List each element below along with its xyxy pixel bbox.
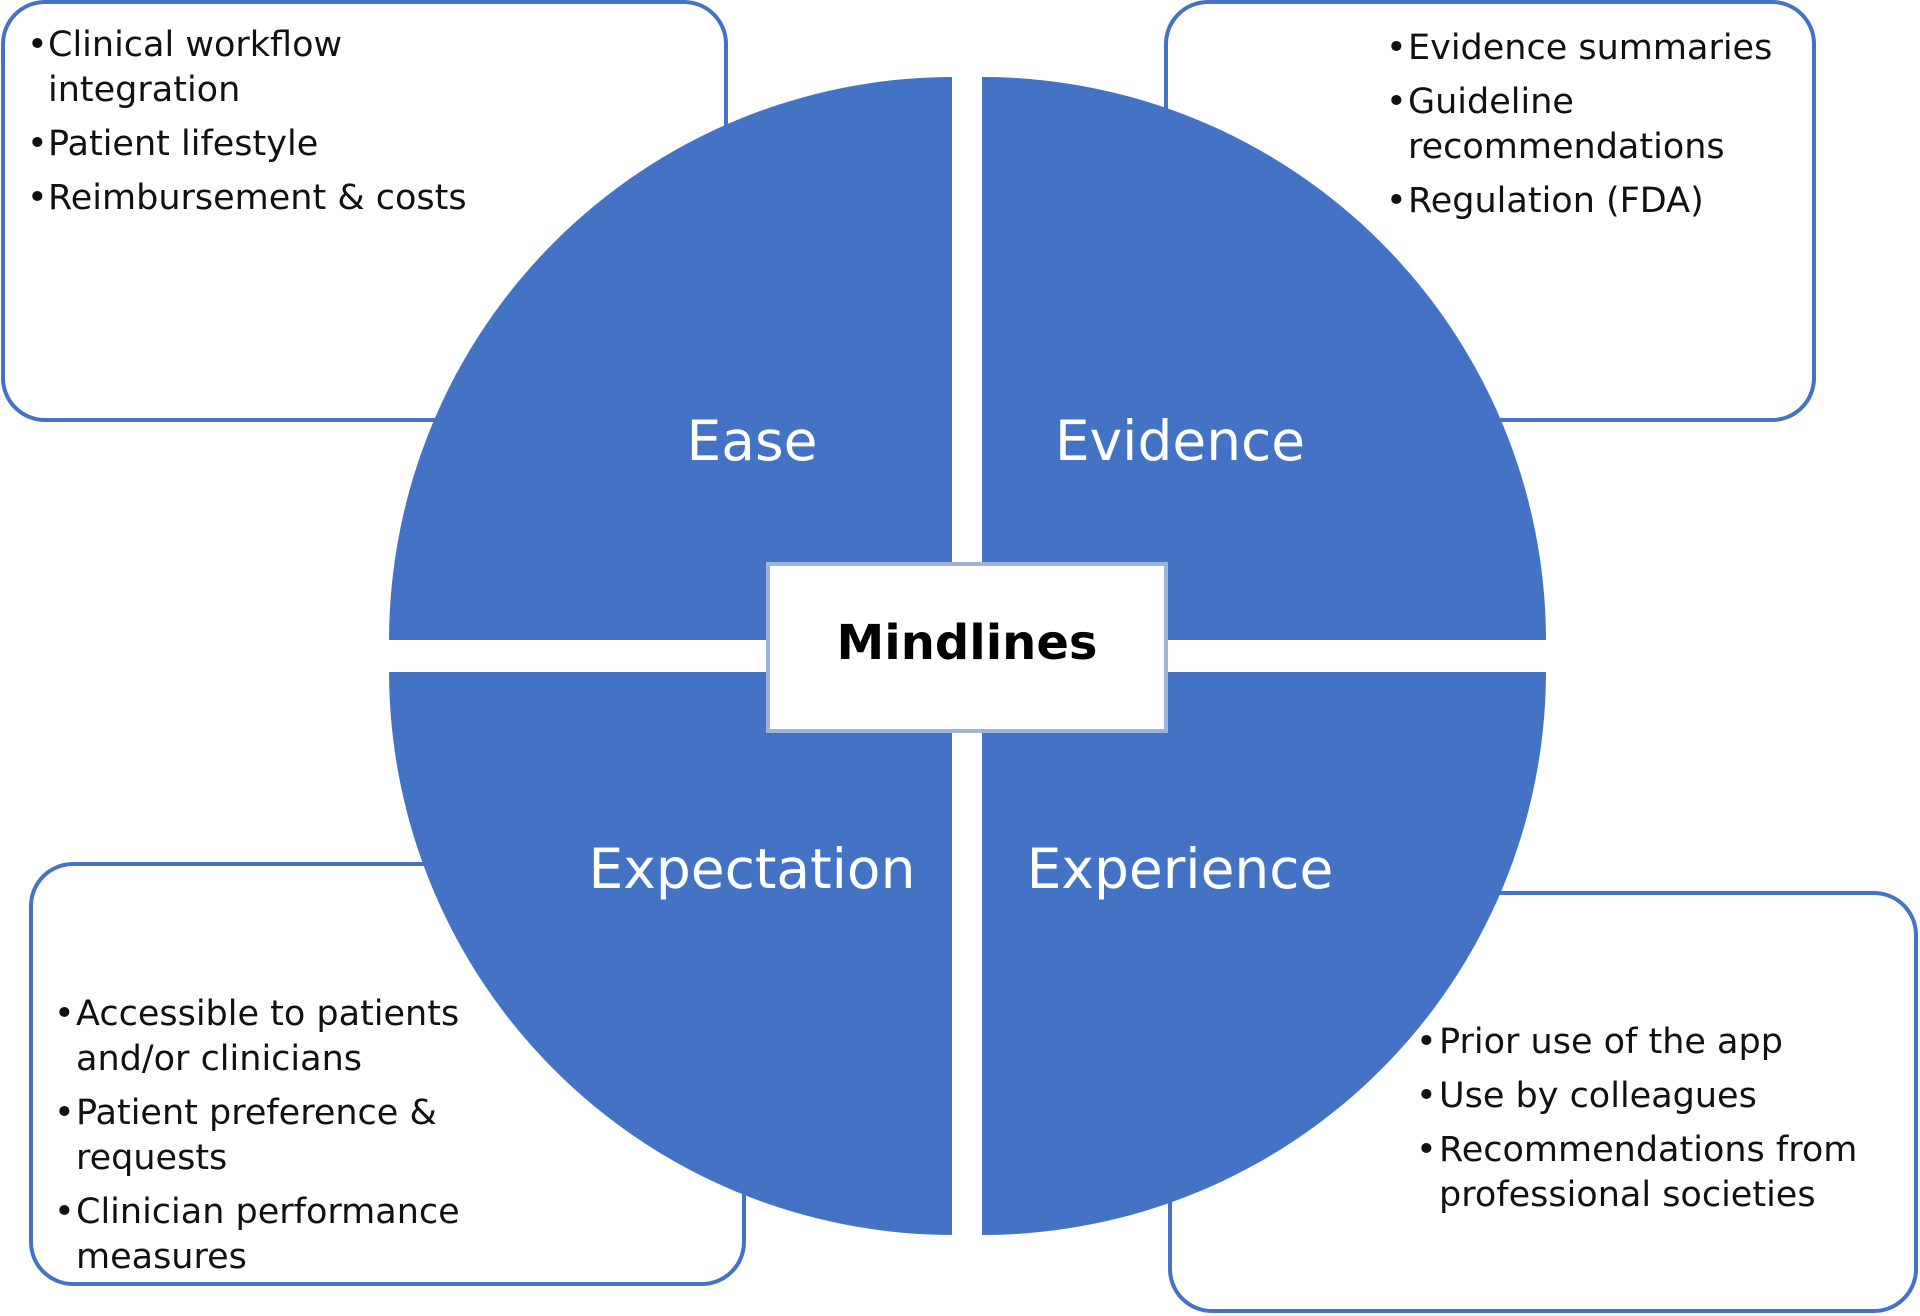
- experience-list-item-line: professional societies: [1439, 1175, 1816, 1215]
- evidence-bullet-marker: •: [1386, 82, 1407, 122]
- expectation-bullet-marker: •: [54, 1093, 75, 1133]
- evidence-list-item-line: recommendations: [1408, 127, 1725, 167]
- experience-list-item-line: Use by colleagues: [1439, 1076, 1757, 1116]
- ease-list-item-line: Reimbursement & costs: [48, 178, 467, 218]
- experience-bullet-list: •Prior use of the app•Use by colleagues•…: [1416, 1022, 1857, 1215]
- evidence-list-item-line: Regulation (FDA): [1408, 181, 1704, 221]
- evidence-bullet-marker: •: [1386, 28, 1407, 68]
- ease-label: Ease: [687, 409, 818, 473]
- evidence-bullet-marker: •: [1386, 181, 1407, 221]
- center-box: [766, 562, 1168, 733]
- experience-label: Experience: [1027, 837, 1334, 901]
- center-title: Mindlines: [837, 615, 1098, 671]
- evidence-bullet-list: •Evidence summaries•Guidelinerecommendat…: [1386, 28, 1772, 221]
- experience-quadrant: [982, 672, 1546, 1235]
- ease-bullet-marker: •: [27, 178, 48, 218]
- expectation-label: Expectation: [589, 837, 916, 901]
- expectation-list-item-line: measures: [76, 1237, 247, 1277]
- experience-list-item-line: Recommendations from: [1439, 1130, 1857, 1170]
- expectation-list-item-line: requests: [76, 1138, 227, 1178]
- expectation-quadrant: [389, 672, 952, 1235]
- expectation-bullet-marker: •: [54, 994, 75, 1034]
- evidence-list-item-line: Guideline: [1408, 82, 1574, 122]
- evidence-label: Evidence: [1055, 409, 1305, 473]
- experience-bullet-marker: •: [1416, 1022, 1437, 1062]
- evidence-quadrant: [982, 77, 1546, 640]
- experience-list-item-line: Prior use of the app: [1439, 1022, 1783, 1062]
- experience-bullet-marker: •: [1416, 1076, 1437, 1116]
- ease-list-item-line: Clinical workflow: [48, 25, 342, 65]
- experience-bullet-marker: •: [1416, 1130, 1437, 1170]
- expectation-list-item-line: Patient preference &: [76, 1093, 437, 1133]
- evidence-list-item-line: Evidence summaries: [1408, 28, 1772, 68]
- expectation-list-item-line: Accessible to patients: [76, 994, 459, 1034]
- ease-list-item-line: integration: [48, 70, 240, 110]
- expectation-list-item-line: and/or clinicians: [76, 1039, 362, 1079]
- ease-bullet-marker: •: [27, 124, 48, 164]
- ease-quadrant: [389, 77, 952, 640]
- expectation-bullet-marker: •: [54, 1192, 75, 1232]
- ease-list-item-line: Patient lifestyle: [48, 124, 318, 164]
- expectation-list-item-line: Clinician performance: [76, 1192, 460, 1232]
- ease-bullet-marker: •: [27, 25, 48, 65]
